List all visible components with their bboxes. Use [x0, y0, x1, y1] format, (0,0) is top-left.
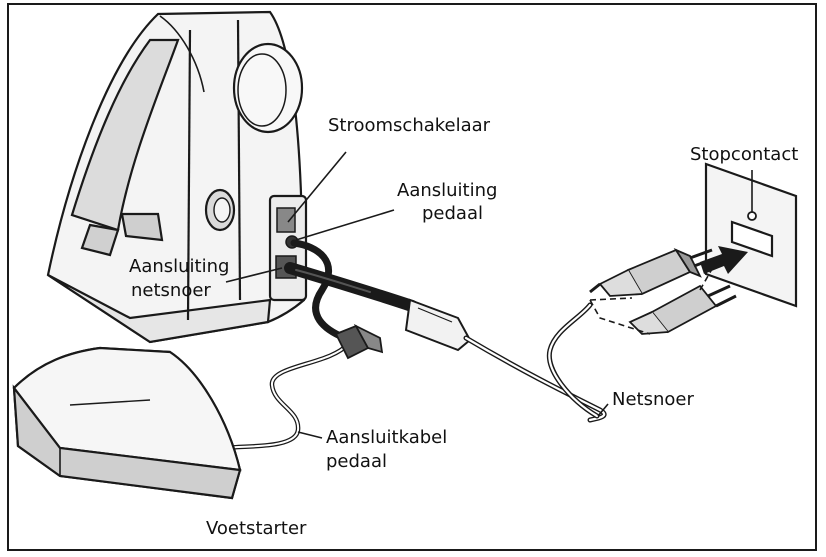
power-cord-machine-side: [284, 262, 418, 312]
leader-lines: [225, 151, 753, 439]
power-coupler: [404, 298, 472, 352]
pedal-plug: [334, 323, 384, 360]
side-tab: [120, 212, 164, 242]
eu-plug: [628, 284, 737, 335]
label-pedal-cable-1: Aansluitkabel: [326, 427, 447, 448]
wall-outlet: [704, 162, 798, 308]
diagram-frame: [7, 3, 817, 551]
sewing-machine: [46, 10, 308, 344]
power-switch: [276, 207, 296, 233]
plug-options-bracket: [589, 261, 717, 335]
label-wall-outlet: Stopcontact: [690, 144, 798, 165]
us-plug: [589, 248, 717, 297]
label-foot-pedal: Voetstarter: [206, 518, 307, 539]
power-cord-wall-side: [463, 302, 607, 423]
label-pedal-cable-2: pedaal: [326, 451, 387, 472]
label-power-cord: Netsnoer: [612, 389, 694, 410]
label-power-switch: Stroomschakelaar: [328, 115, 491, 136]
label-cord-socket-2: netsnoer: [131, 280, 211, 301]
foot-pedal: [12, 346, 242, 500]
label-pedal-socket-1: Aansluiting: [397, 180, 497, 201]
pedal-cable: [225, 239, 351, 451]
label-cord-socket-1: Aansluiting: [129, 256, 229, 277]
label-pedal-socket-2: pedaal: [422, 203, 483, 224]
insert-arrow: [700, 246, 748, 274]
